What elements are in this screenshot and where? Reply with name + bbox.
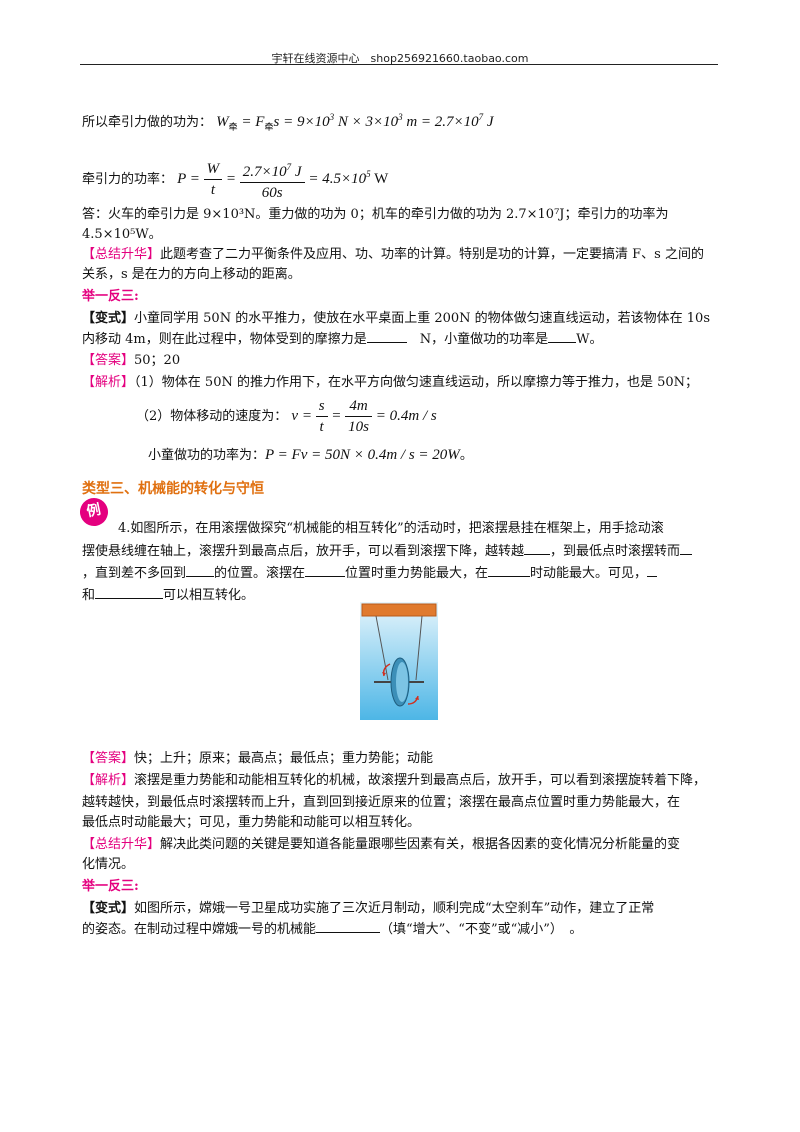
example-question-line-4: 和可以相互转化。	[82, 586, 255, 603]
answer-blank	[680, 542, 693, 555]
practice-title-2: 举一反三:	[82, 879, 139, 894]
variant-explanation-1: 【解析】（1）物体在 50N 的推力作用下，在水平方向做匀速直线运动，所以摩擦力…	[82, 375, 699, 390]
work-intro: 所以牵引力做的功为：	[82, 115, 213, 130]
variant-answer: 【答案】50；20	[82, 353, 181, 368]
answer-blank	[366, 330, 407, 343]
answer-blank	[95, 586, 164, 599]
answer-line-1: 答：火车的牵引力是 9×10³N。重力做的功为 0；机车的牵引力做的功为 2.7…	[82, 207, 669, 222]
answer-line-2: 4.5×10⁵W。	[82, 227, 162, 242]
variant2-question-line-1: 【变式】如图所示，嫦娥一号卫星成功实施了三次近月制动，顺利完成“太空刹车”动作，…	[82, 901, 655, 916]
power-intro: 牵引力的功率：	[82, 172, 174, 187]
variant-explanation-3: 小童做功的功率为：P = Fv = 50N × 0.4m / s = 20W。	[148, 447, 473, 463]
example-question-line-3: ，直到差不多回到的位置。滚摆在位置时重力势能最大，在时动能最大。可见，	[82, 564, 658, 583]
example-explanation-2: 越转越快，到最低点时滚摆转而上升，直到回到接近原来的位置；滚摆在最高点位置时重力…	[82, 795, 681, 810]
summary-line-1: 【总结升华】此题考查了二力平衡条件及应用、功、功率的计算。特别是功的计算，一定要…	[82, 247, 704, 262]
answer-blank	[186, 564, 215, 577]
example-question-line-2: 摆使悬线缠在轴上，滚摆升到最高点后，放开手，可以看到滚摆下降，越转越，到最低点时…	[82, 542, 693, 561]
frame-bar	[361, 603, 437, 617]
example-badge: 例	[77, 495, 111, 529]
example-explanation-3: 最低点时动能最大；可见，重力势能和动能可以相互转化。	[82, 815, 421, 830]
variant-question-line-1: 【变式】小童同学用 50N 的水平推力，使放在水平桌面上重 200N 的物体做匀…	[82, 311, 710, 326]
suspension-string	[375, 615, 389, 681]
answer-blank	[647, 564, 658, 577]
answer-blank	[305, 564, 346, 577]
work-formula: W牵 = F牵s = 9×103 N × 3×103 m = 2.7×107 J	[216, 112, 494, 132]
practice-title-1: 举一反三:	[82, 289, 139, 304]
variant2-question-line-2: 的姿态。在制动过程中嫦娥一号的机械能（填“增大”、“不变”或“减小”） 。	[82, 920, 583, 937]
summary-line-2: 关系，s 是在力的方向上移动的距离。	[82, 267, 301, 282]
example-summary-2: 化情况。	[82, 857, 135, 872]
example-question-line-1: 4.如图所示，在用滚摆做探究“机械能的相互转化”的活动时，把滚摆悬挂在框架上，用…	[118, 521, 664, 536]
wheel-face	[396, 662, 408, 702]
page-header: 宇轩在线资源中心 shop256921660.taobao.com	[271, 52, 529, 65]
suspension-string	[415, 615, 423, 681]
example-answer: 【答案】快；上升；原来；最高点；最低点；重力势能；动能	[82, 751, 434, 766]
answer-blank	[488, 564, 531, 577]
answer-blank	[548, 330, 577, 343]
maxwell-pendulum-figure	[360, 602, 438, 720]
answer-blank	[316, 920, 381, 933]
section-title: 类型三、机械能的转化与守恒	[82, 481, 264, 497]
example-summary-1: 【总结升华】解决此类问题的关键是要知道各能量跟哪些因素有关，根据各因素的变化情况…	[82, 837, 681, 852]
work-line: 所以牵引力做的功为： W牵 = F牵s = 9×103 N × 3×103 m …	[82, 108, 494, 136]
answer-blank	[524, 542, 551, 555]
header-divider	[80, 64, 718, 65]
example-explanation-1: 【解析】滚摆是重力势能和动能相互转化的机械，故滚摆升到最高点后，放开手，可以看到…	[82, 773, 707, 788]
summary-tag: 【总结升华】	[82, 247, 161, 262]
